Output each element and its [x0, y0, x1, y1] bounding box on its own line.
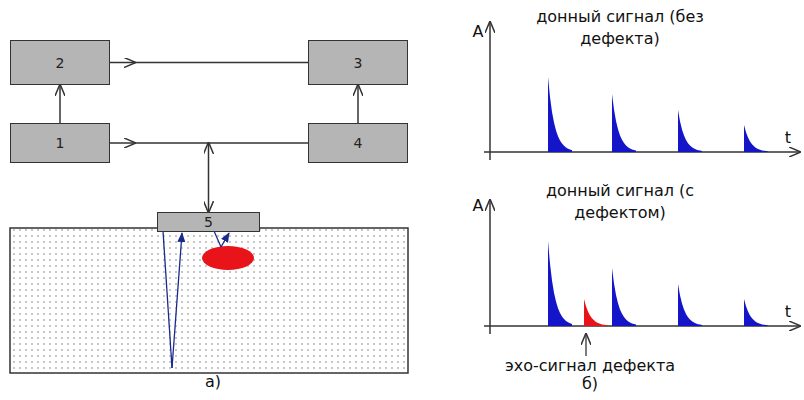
- axis-label: t: [785, 128, 791, 147]
- block-box: 4: [308, 123, 408, 163]
- block-box: 5: [157, 212, 260, 232]
- chart-title: донный сигнал (с дефектом): [535, 180, 705, 224]
- ultrasound-rays: [163, 231, 229, 368]
- block-number: 4: [354, 135, 363, 151]
- signal-arrow: [208, 143, 209, 212]
- block-number: 3: [354, 55, 363, 71]
- axis-label: A: [473, 196, 484, 215]
- specimen: [10, 228, 408, 373]
- block-box: 2: [10, 40, 110, 85]
- signal-arrow: [358, 85, 359, 123]
- panel-label: а): [205, 372, 221, 391]
- block-box: 1: [10, 123, 110, 163]
- axis-label: t: [785, 302, 791, 321]
- panel-label: б): [582, 374, 598, 393]
- axis-label: A: [473, 22, 484, 41]
- signal-arrow: [60, 85, 61, 123]
- defect: [202, 246, 254, 270]
- chart-axes: [484, 22, 800, 334]
- block-box: 3: [308, 40, 408, 85]
- block-number: 5: [204, 214, 213, 230]
- signal-arrow: [110, 62, 308, 63]
- signal-annotation: эхо-сигнал дефекта: [505, 356, 675, 375]
- chart-title: донный сигнал (без дефекта): [535, 6, 705, 50]
- pointer-arrow: [585, 334, 586, 356]
- echo-pulses: [548, 77, 768, 326]
- block-number: 1: [56, 135, 65, 151]
- block-number: 2: [56, 55, 65, 71]
